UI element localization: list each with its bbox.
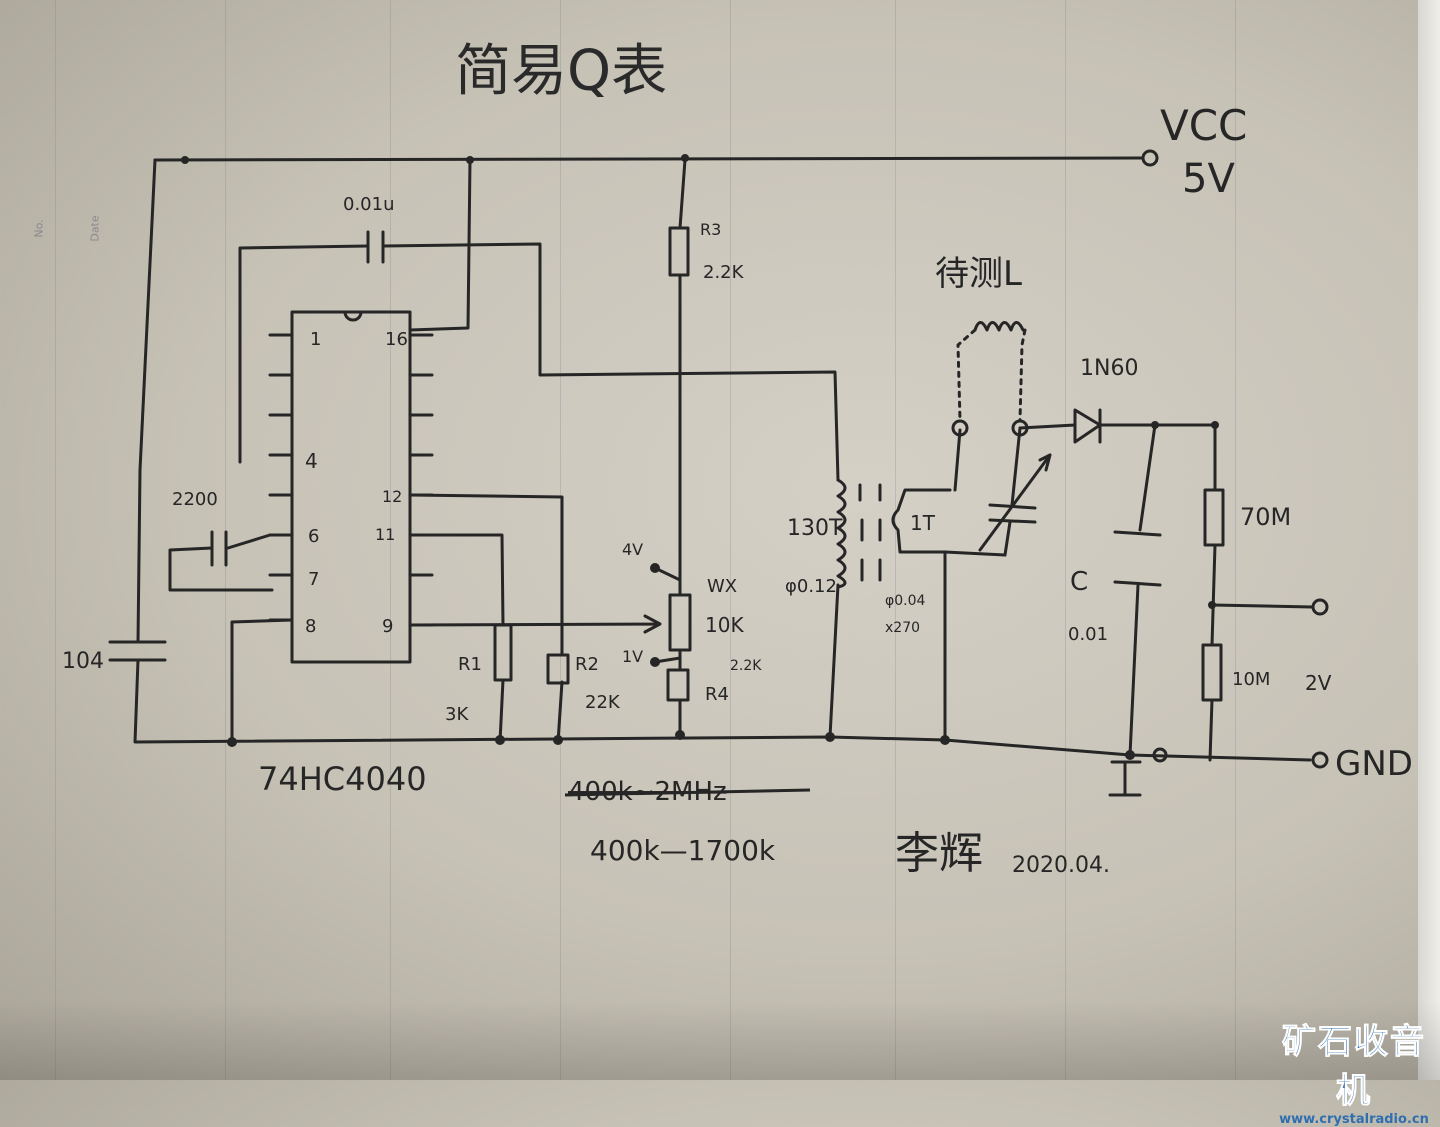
svg-text:16: 16 xyxy=(385,329,408,350)
svg-text:70M: 70M xyxy=(1240,503,1291,531)
svg-text:1: 1 xyxy=(310,329,321,350)
labels: VCC 5V GND 2V 74HC4040 1 16 4 12 11 6 7 … xyxy=(62,101,1413,879)
svg-text:4: 4 xyxy=(305,449,318,473)
svg-text:10M: 10M xyxy=(1232,669,1270,690)
page-edge xyxy=(1418,0,1440,1080)
svg-text:6: 6 xyxy=(308,526,319,547)
svg-text:104: 104 xyxy=(62,649,104,674)
out-voltage: 2V xyxy=(1305,671,1332,695)
svg-text:待测L: 待测L xyxy=(935,254,1022,294)
svg-text:R1: R1 xyxy=(458,654,482,675)
svg-text:0.01u: 0.01u xyxy=(343,194,395,215)
svg-text:φ0.04: φ0.04 xyxy=(885,593,926,609)
svg-text:7: 7 xyxy=(308,569,319,590)
svg-text:2.2K: 2.2K xyxy=(703,262,745,283)
junction-dots xyxy=(181,154,1219,760)
author: 李辉 xyxy=(895,828,983,879)
svg-text:φ0.12: φ0.12 xyxy=(785,576,837,597)
schematic: 简易Q表 xyxy=(62,39,1413,879)
svg-text:12: 12 xyxy=(382,487,402,506)
svg-text:x270: x270 xyxy=(885,620,920,636)
watermark-logo: 矿石收音机 www.crystalradio.cn xyxy=(1279,1022,1429,1127)
svg-text:0.01: 0.01 xyxy=(1068,624,1108,645)
svg-text:2.2K: 2.2K xyxy=(730,658,762,674)
svg-text:22K: 22K xyxy=(585,692,621,713)
svg-text:R3: R3 xyxy=(700,220,721,239)
vcc-voltage: 5V xyxy=(1182,156,1235,202)
range-new: 400k—1700k xyxy=(590,834,776,867)
svg-text:1V: 1V xyxy=(622,647,643,666)
svg-text:10K: 10K xyxy=(705,613,744,637)
svg-text:1T: 1T xyxy=(910,511,936,535)
svg-text:9: 9 xyxy=(382,616,393,637)
svg-text:11: 11 xyxy=(375,525,395,544)
svg-text:1N60: 1N60 xyxy=(1080,356,1138,381)
wires xyxy=(108,149,1329,797)
page-shadow xyxy=(0,1000,1440,1080)
ic-name: 74HC4040 xyxy=(258,760,427,798)
svg-text:2200: 2200 xyxy=(172,489,218,510)
svg-text:C: C xyxy=(1070,567,1088,597)
vcc-label: VCC xyxy=(1160,101,1247,150)
svg-text:4V: 4V xyxy=(622,540,643,559)
svg-text:WX: WX xyxy=(707,576,737,597)
svg-text:130T: 130T xyxy=(787,516,843,541)
svg-text:3K: 3K xyxy=(445,704,469,725)
svg-text:R2: R2 xyxy=(575,654,599,675)
diagram-title: 简易Q表 xyxy=(455,39,667,104)
date: 2020.04. xyxy=(1012,853,1110,878)
gnd-label: GND xyxy=(1335,744,1413,784)
svg-text:R4: R4 xyxy=(705,684,729,705)
svg-text:8: 8 xyxy=(305,616,316,637)
